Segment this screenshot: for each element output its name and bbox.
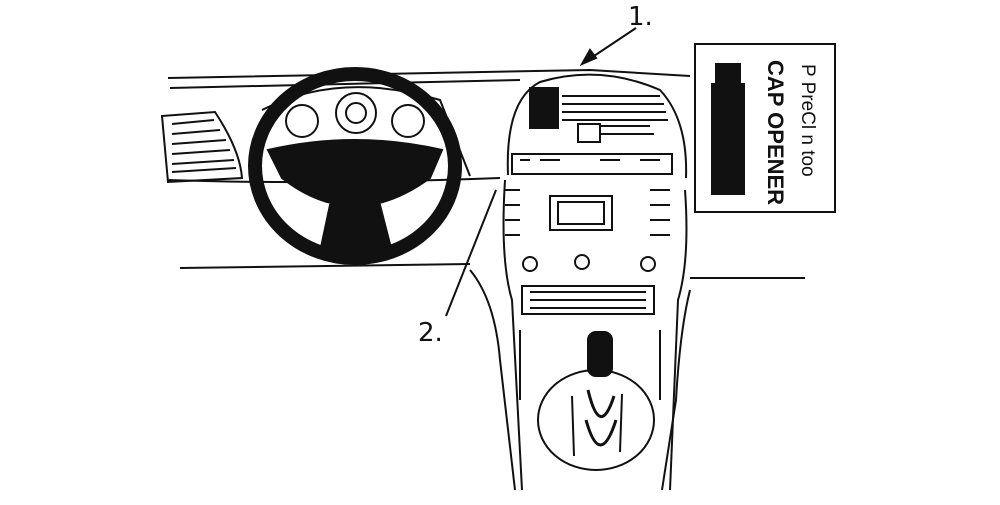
dashboard-second-edge — [169, 79, 521, 89]
callout-number-2: 2. — [418, 318, 443, 348]
callout-1-leader — [593, 27, 637, 57]
cap-opener-inset — [694, 43, 836, 213]
steering-wheel-icon — [248, 67, 462, 265]
gear-shifter-icon — [537, 331, 655, 471]
cap-opener-title: CAP OPENER — [763, 60, 788, 206]
callout-2-leader — [445, 189, 497, 317]
callout-1-arrowhead — [579, 48, 598, 67]
dashboard-top-edge — [167, 68, 691, 79]
center-console-icon — [469, 73, 691, 491]
callout-number-1: 1. — [628, 2, 653, 32]
dashboard-bottom-edge — [179, 263, 471, 269]
left-air-vent-icon — [160, 110, 244, 184]
cap-opener-brand: P PreCl n too — [797, 64, 818, 177]
